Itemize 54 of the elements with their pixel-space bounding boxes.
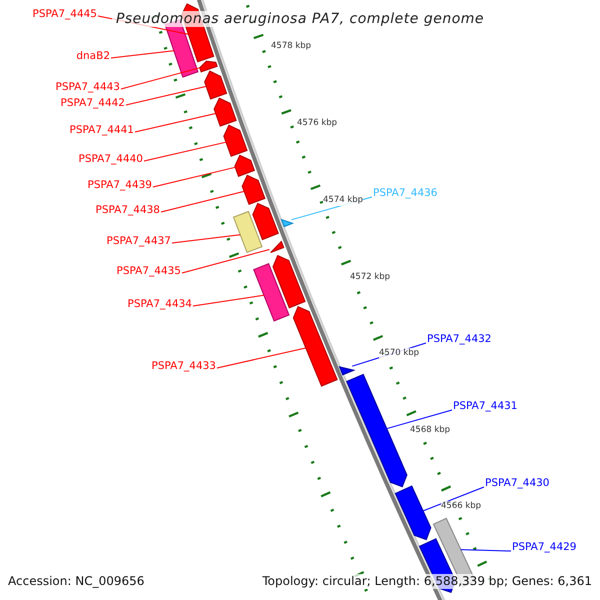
scale-label: 4572 kbp xyxy=(350,272,390,283)
gene-label: PSPA7_4436 xyxy=(373,187,438,200)
leader-line xyxy=(422,486,484,512)
scale-label: 4578 kbp xyxy=(271,41,312,52)
leader-line xyxy=(126,86,207,106)
scale-label: 4576 kbp xyxy=(297,118,338,129)
gene-label: PSPA7_4441 xyxy=(70,124,134,137)
gene-label: PSPA7_4439 xyxy=(88,179,152,192)
gene-label: PSPA7_4442 xyxy=(60,97,125,110)
gene-label: PSPA7_4443 xyxy=(56,81,120,94)
accession-text: Accession: NC_009656 xyxy=(8,574,144,589)
gene-block xyxy=(292,306,338,387)
leader-line xyxy=(120,67,200,90)
scale-label: 4568 kbp xyxy=(410,425,450,436)
gene-block xyxy=(252,202,279,240)
scale-label: 4566 kbp xyxy=(441,501,482,512)
leader-line xyxy=(386,410,452,430)
leader-line xyxy=(144,142,226,162)
leader-line xyxy=(152,166,236,188)
gene-label: PSPA7_4440 xyxy=(78,153,143,166)
scale-label: 4574 kbp xyxy=(323,195,364,206)
feature-marker xyxy=(338,366,356,376)
scale-label: 4570 kbp xyxy=(379,348,420,359)
gene-block xyxy=(199,60,218,73)
gene-block xyxy=(214,98,237,127)
gene-label: PSPA7_4438 xyxy=(96,204,160,217)
gene-block xyxy=(234,154,256,177)
leader-line xyxy=(216,348,306,368)
leader-line xyxy=(182,249,270,274)
leader-line xyxy=(134,113,216,132)
gene-label: PSPA7_4437 xyxy=(106,235,171,248)
gene-block xyxy=(223,124,248,157)
gene-block xyxy=(272,254,306,308)
leader-line xyxy=(110,50,174,58)
leader-line xyxy=(172,234,241,244)
gene-block xyxy=(394,485,432,540)
feature-marker xyxy=(280,218,294,228)
leader-line xyxy=(192,294,264,306)
gene-label: PSPA7_4433 xyxy=(152,360,216,373)
gene-bar xyxy=(253,263,290,322)
gene-label: PSPA7_4431 xyxy=(453,400,518,413)
gene-label: PSPA7_4434 xyxy=(128,298,192,311)
gene-block xyxy=(346,374,408,488)
genome-summary-text: Topology: circular; Length: 6,588,339 bp; Genes: 6,361 xyxy=(262,574,592,589)
gene-label: PSPA7_4429 xyxy=(512,541,576,554)
leader-line xyxy=(160,190,245,212)
gene-label: dnaB2 xyxy=(76,50,110,63)
gene-bar xyxy=(232,210,263,254)
gene-label: PSPA7_4445 xyxy=(32,8,97,21)
gene-label: PSPA7_4432 xyxy=(427,333,492,346)
gene-label: PSPA7_4435 xyxy=(116,265,181,278)
leader-line xyxy=(460,549,512,552)
gene-block xyxy=(242,174,266,206)
gene-label: PSPA7_4430 xyxy=(485,477,550,490)
